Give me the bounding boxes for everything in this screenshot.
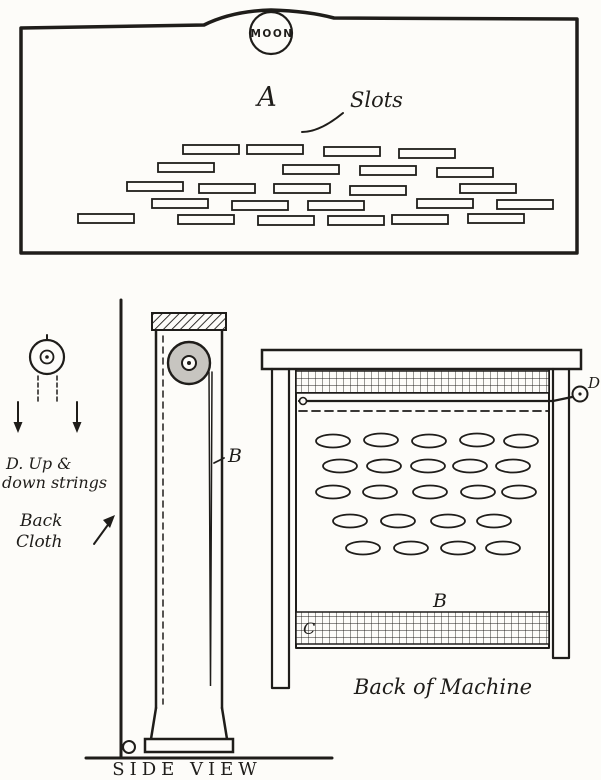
slots-label: Slots bbox=[350, 88, 403, 112]
front-panel: MOON A Slots bbox=[19, 8, 579, 255]
back-slot bbox=[366, 458, 402, 474]
moon-label: MOON bbox=[250, 28, 293, 40]
side-view: B D. Up & down strings Back Cloth SIDE V… bbox=[2, 298, 334, 780]
back-slot bbox=[460, 484, 496, 500]
panel-slot bbox=[459, 183, 517, 194]
slide-rod bbox=[297, 395, 574, 403]
crank-knob-axle bbox=[578, 392, 582, 396]
panel-slot bbox=[467, 213, 525, 224]
back-slot bbox=[495, 458, 531, 474]
panel-slot bbox=[436, 167, 494, 178]
back-slot bbox=[322, 458, 358, 474]
column-shaft bbox=[154, 312, 224, 710]
string-b-tick bbox=[213, 457, 225, 464]
panel-slot bbox=[327, 215, 385, 226]
panel-slot bbox=[157, 162, 215, 173]
back-slot bbox=[380, 513, 416, 529]
top-board bbox=[260, 348, 583, 371]
panel-slot bbox=[246, 144, 304, 155]
backcloth-label-line2: Cloth bbox=[16, 532, 62, 552]
panel-slot bbox=[126, 181, 184, 192]
back-slot bbox=[430, 513, 466, 529]
back-slot bbox=[412, 484, 448, 500]
top-mesh-band bbox=[295, 370, 550, 394]
back-slot bbox=[363, 432, 399, 448]
panel-slot bbox=[307, 200, 365, 211]
backcloth-label-line1: Back bbox=[19, 511, 62, 531]
back-slot bbox=[476, 513, 512, 529]
back-slot bbox=[315, 433, 351, 449]
column-cap bbox=[151, 312, 227, 331]
backcloth-arrow-head bbox=[103, 515, 115, 528]
back-slot bbox=[362, 484, 398, 500]
panel-slot bbox=[177, 214, 235, 225]
back-slot bbox=[485, 540, 521, 556]
updown-label-line1: D. Up & bbox=[5, 454, 71, 473]
inner-frame bbox=[295, 368, 550, 649]
panel-slot bbox=[77, 213, 135, 224]
back-of-machine: D B C Back of Machine bbox=[260, 348, 600, 699]
panel-slot bbox=[349, 185, 407, 196]
back-slots bbox=[315, 432, 539, 556]
top-panel-slots bbox=[77, 144, 554, 226]
panel-slot bbox=[151, 198, 209, 209]
panel-slot bbox=[416, 198, 474, 209]
string-b-label: B bbox=[227, 445, 242, 467]
panel-slot bbox=[282, 164, 340, 175]
down-arrow-left-head bbox=[13, 422, 23, 433]
rod-ring bbox=[298, 396, 308, 406]
updown-label-line2: down strings bbox=[2, 473, 107, 492]
back-slot bbox=[332, 513, 368, 529]
back-slot bbox=[345, 540, 381, 556]
crank-label: D bbox=[587, 374, 600, 392]
column-base-flare bbox=[149, 706, 229, 741]
back-slot bbox=[411, 433, 447, 449]
string-b bbox=[208, 371, 213, 687]
back-slot bbox=[410, 458, 446, 474]
panel-slot bbox=[231, 200, 289, 211]
back-slot bbox=[503, 433, 539, 449]
moon-disc bbox=[248, 10, 294, 56]
front-panel-outline bbox=[19, 8, 579, 255]
panel-slot bbox=[398, 148, 456, 159]
back-slot bbox=[315, 484, 351, 500]
panel-slot bbox=[496, 199, 554, 210]
back-caption: Back of Machine bbox=[353, 675, 532, 699]
panel-slot bbox=[391, 214, 449, 225]
panel-slot bbox=[198, 183, 256, 194]
back-slot bbox=[501, 484, 537, 500]
slots-pointer bbox=[301, 112, 344, 133]
back-slot bbox=[459, 432, 495, 448]
panel-slot bbox=[182, 144, 240, 155]
string-drop-dashes bbox=[37, 375, 58, 405]
panel-label-a: A bbox=[254, 82, 277, 113]
corner-label: C bbox=[303, 619, 315, 638]
right-post bbox=[551, 367, 571, 660]
column-base-slab bbox=[143, 737, 235, 754]
back-slot bbox=[452, 458, 488, 474]
back-string-label: B bbox=[432, 590, 447, 612]
floor-pulley bbox=[122, 740, 136, 754]
back-slot bbox=[440, 540, 476, 556]
down-arrow-right-head bbox=[72, 422, 82, 433]
backcloth-arrow bbox=[93, 521, 111, 545]
bottom-mesh-band bbox=[295, 611, 550, 645]
string-pulley-axle bbox=[45, 355, 49, 359]
panel-slot bbox=[257, 215, 315, 226]
panel-slot bbox=[359, 165, 417, 176]
back-slot bbox=[393, 540, 429, 556]
panel-slot bbox=[323, 146, 381, 157]
top-pulley-axle bbox=[187, 361, 191, 365]
panel-slot bbox=[273, 183, 331, 194]
side-view-caption: SIDE VIEW bbox=[112, 759, 261, 780]
left-post bbox=[270, 367, 291, 690]
